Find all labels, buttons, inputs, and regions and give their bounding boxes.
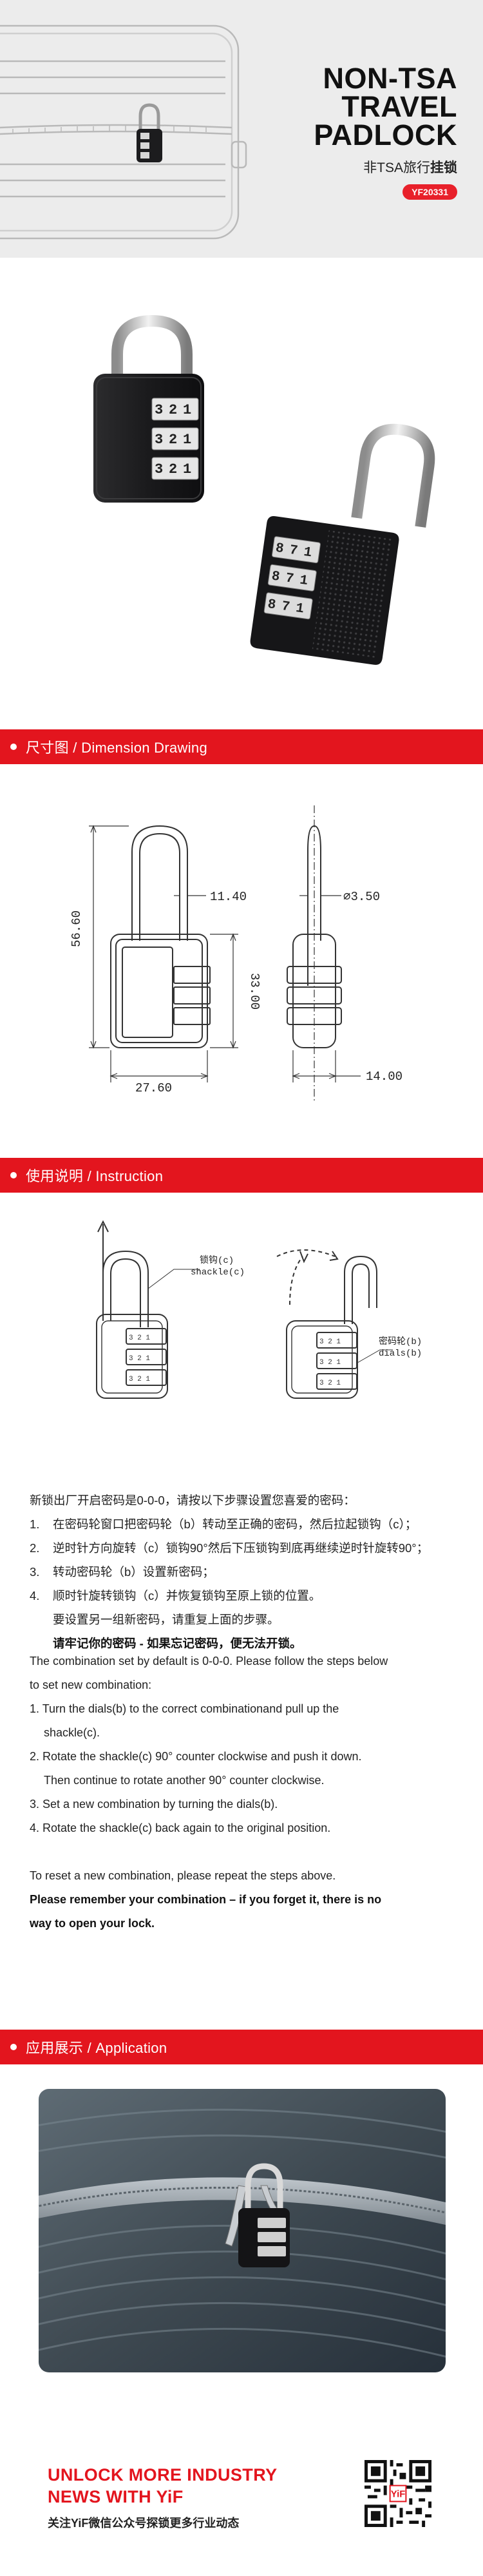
- svg-text:3 2 1: 3 2 1: [319, 1379, 341, 1387]
- instruction-intro: 新锁出厂开启密码是0-0-0，请按以下步骤设置您喜爱的密码：: [30, 1494, 355, 1507]
- svg-text:3 2 1: 3 2 1: [129, 1355, 150, 1363]
- back-dial-digit: 8: [267, 597, 277, 613]
- dim-body-height: 33.00: [247, 973, 261, 1010]
- front-dial-digit: 3: [155, 402, 163, 418]
- section-title: 尺寸图 / Dimension Drawing: [26, 740, 207, 756]
- instruction-step: shackle(c).: [44, 1726, 100, 1739]
- hero-title-line: TRAVEL: [341, 90, 457, 123]
- instruction-step: 1. 在密码轮窗口把密码轮（b）转动至正确的密码，然后拉起锁钩（c）；: [30, 1512, 455, 1536]
- dim-shackle-diameter: ∅3.50: [343, 890, 380, 904]
- step-number: 4.: [30, 1589, 40, 1602]
- instruction-intro: The combination set by default is 0-0-0.…: [30, 1655, 388, 1668]
- step-number: 1.: [30, 1517, 40, 1531]
- back-dial-digit: 7: [289, 543, 299, 559]
- dimension-drawing: 56.60 11.40 27.60 33.00 ∅3.50 14.00: [70, 805, 402, 1102]
- step-text: 转动密码轮（b）设置新密码；: [53, 1565, 214, 1579]
- hero-padlock: [137, 103, 162, 162]
- footer-title: UNLOCK MORE INDUSTRY NEWS WITH YiF: [48, 2464, 278, 2508]
- instruction-intro: to set new combination:: [30, 1678, 152, 1691]
- qr-code-icon[interactable]: YiF: [365, 2460, 431, 2527]
- svg-text:3 2 1: 3 2 1: [319, 1338, 341, 1346]
- back-dial-digit: 1: [303, 545, 313, 561]
- instruction-step: 2. 逆时针方向旋转（c）锁钩90°然后下压锁钩到底再继续逆时针旋转90°；: [30, 1536, 455, 1560]
- footer-title-line: UNLOCK MORE INDUSTRY: [48, 2465, 278, 2485]
- front-dial-digit: 2: [169, 432, 177, 448]
- bullet-dot-icon: [10, 1172, 17, 1178]
- back-dial-digit: 1: [299, 573, 309, 590]
- hero-title-line: NON-TSA: [323, 62, 457, 95]
- callout-shackle-en: shackle(c): [191, 1267, 245, 1278]
- callout-dials-cn: 密码轮(b): [379, 1336, 422, 1347]
- section-bar-dimension: 尺寸图 / Dimension Drawing: [0, 729, 483, 764]
- instruction-step: 3. Set a new combination by turning the …: [30, 1798, 278, 1811]
- instruction-diagram: 3 2 1 3 2 1 3 2 1 3 2 1 3 2 1 3 2 1 锁钩(c) sh…: [96, 1220, 422, 1399]
- front-dial-digit: 2: [169, 402, 177, 418]
- front-dial-digit: 1: [183, 402, 191, 418]
- back-dial-digit: 7: [285, 571, 295, 587]
- section-bar-application: 应用展示 / Application: [0, 2030, 483, 2064]
- back-dial-digit: 7: [281, 599, 291, 615]
- svg-text:3 2 1: 3 2 1: [129, 1334, 150, 1342]
- instruction-warning: Please remember your combination – if yo…: [30, 1893, 382, 1906]
- step-number: 2.: [30, 1541, 40, 1555]
- step-number: 3.: [30, 1565, 40, 1579]
- back-dial-digit: 1: [295, 601, 305, 617]
- section-title: 使用说明 / Instruction: [26, 1168, 164, 1184]
- instruction-step: 1. Turn the dials(b) to the correct comb…: [30, 1702, 339, 1715]
- front-dial-digit: 1: [183, 432, 191, 448]
- footer-title-line: NEWS WITH YiF: [48, 2487, 184, 2506]
- hero-title-line: PADLOCK: [314, 119, 457, 151]
- front-dial-digit: 3: [155, 432, 163, 448]
- step-text: 顺时针旋转锁钩（c）并恢复锁钩至原上锁的位置。: [53, 1589, 321, 1602]
- dim-height: 56.60: [70, 910, 84, 947]
- instruction-warning: 请牢记你的密码 - 如果忘记密码，便无法开锁。: [53, 1637, 302, 1650]
- front-lock: 3 2 1 3 2 1 3 2 1: [93, 314, 204, 503]
- instruction-step: 2. Rotate the shackle(c) 90° counter clo…: [30, 1750, 362, 1763]
- svg-text:3 2 1: 3 2 1: [129, 1376, 150, 1383]
- model-code-badge: YF20331: [402, 184, 457, 200]
- back-lock: 8 7 1 8 7 1 8 7 1: [250, 423, 435, 665]
- bullet-dot-icon: [10, 2044, 17, 2050]
- instructions-cn: 新锁出厂开启密码是0-0-0，请按以下步骤设置您喜爱的密码： 1. 在密码轮窗口把…: [30, 1488, 455, 1655]
- footer-subtitle: 关注YiF微信公众号探锁更多行业动态: [48, 2517, 240, 2530]
- instruction-reset: 要设置另一组新密码，请重复上面的步骤。: [53, 1613, 279, 1626]
- dim-shackle-width: 11.40: [210, 890, 247, 904]
- section-bar-instruction: 使用说明 / Instruction: [0, 1158, 483, 1193]
- callout-dials-en: dials(b): [379, 1349, 422, 1359]
- qr-logo-label: YiF: [391, 2489, 406, 2499]
- front-dial-digit: 2: [169, 461, 177, 477]
- instructions-en: The combination set by default is 0-0-0.…: [30, 1649, 455, 1936]
- product-render: 3 2 1 3 2 1 3 2 1 8 7 1 8 7 1 8 7: [93, 314, 435, 665]
- hero-banner: NON-TSA TRAVEL PADLOCK 非TSA旅行挂锁 YF20331: [0, 0, 483, 258]
- instruction-step: Then continue to rotate another 90° coun…: [44, 1774, 325, 1787]
- instruction-reset: To reset a new combination, please repea…: [30, 1869, 336, 1882]
- application-photo: [39, 2089, 446, 2372]
- dim-body-width: 27.60: [135, 1081, 172, 1095]
- back-dial-digit: 8: [274, 541, 285, 557]
- front-dial-digit: 3: [155, 461, 163, 477]
- hero-title-block: NON-TSA TRAVEL PADLOCK 非TSA旅行挂锁 YF20331: [314, 64, 457, 200]
- callout-shackle-cn: 锁钩(c): [200, 1255, 234, 1266]
- step-text: 在密码轮窗口把密码轮（b）转动至正确的密码，然后拉起锁钩（c）；: [53, 1517, 417, 1531]
- dim-depth: 14.00: [366, 1070, 402, 1084]
- section-title: 应用展示 / Application: [26, 2040, 167, 2056]
- instruction-step: 3. 转动密码轮（b）设置新密码；: [30, 1560, 455, 1584]
- instruction-step: 4. Rotate the shackle(c) back again to t…: [30, 1821, 331, 1834]
- svg-text:3 2 1: 3 2 1: [319, 1359, 341, 1367]
- back-dial-digit: 8: [270, 569, 281, 585]
- instruction-warning: way to open your lock.: [30, 1917, 155, 1930]
- step-text: 逆时针方向旋转（c）锁钩90°然后下压锁钩到底再继续逆时针旋转90°；: [53, 1541, 429, 1555]
- hero-subtitle: 非TSA旅行挂锁: [314, 157, 457, 177]
- bullet-dot-icon: [10, 744, 17, 750]
- front-dial-digit: 1: [183, 461, 191, 477]
- hero-subtitle-text: 非TSA旅行: [363, 160, 430, 175]
- suitcase-illustration: [0, 24, 247, 240]
- instruction-step: 4. 顺时针旋转锁钩（c）并恢复锁钩至原上锁的位置。: [30, 1584, 455, 1608]
- hero-subtitle-bold: 挂锁: [430, 160, 457, 175]
